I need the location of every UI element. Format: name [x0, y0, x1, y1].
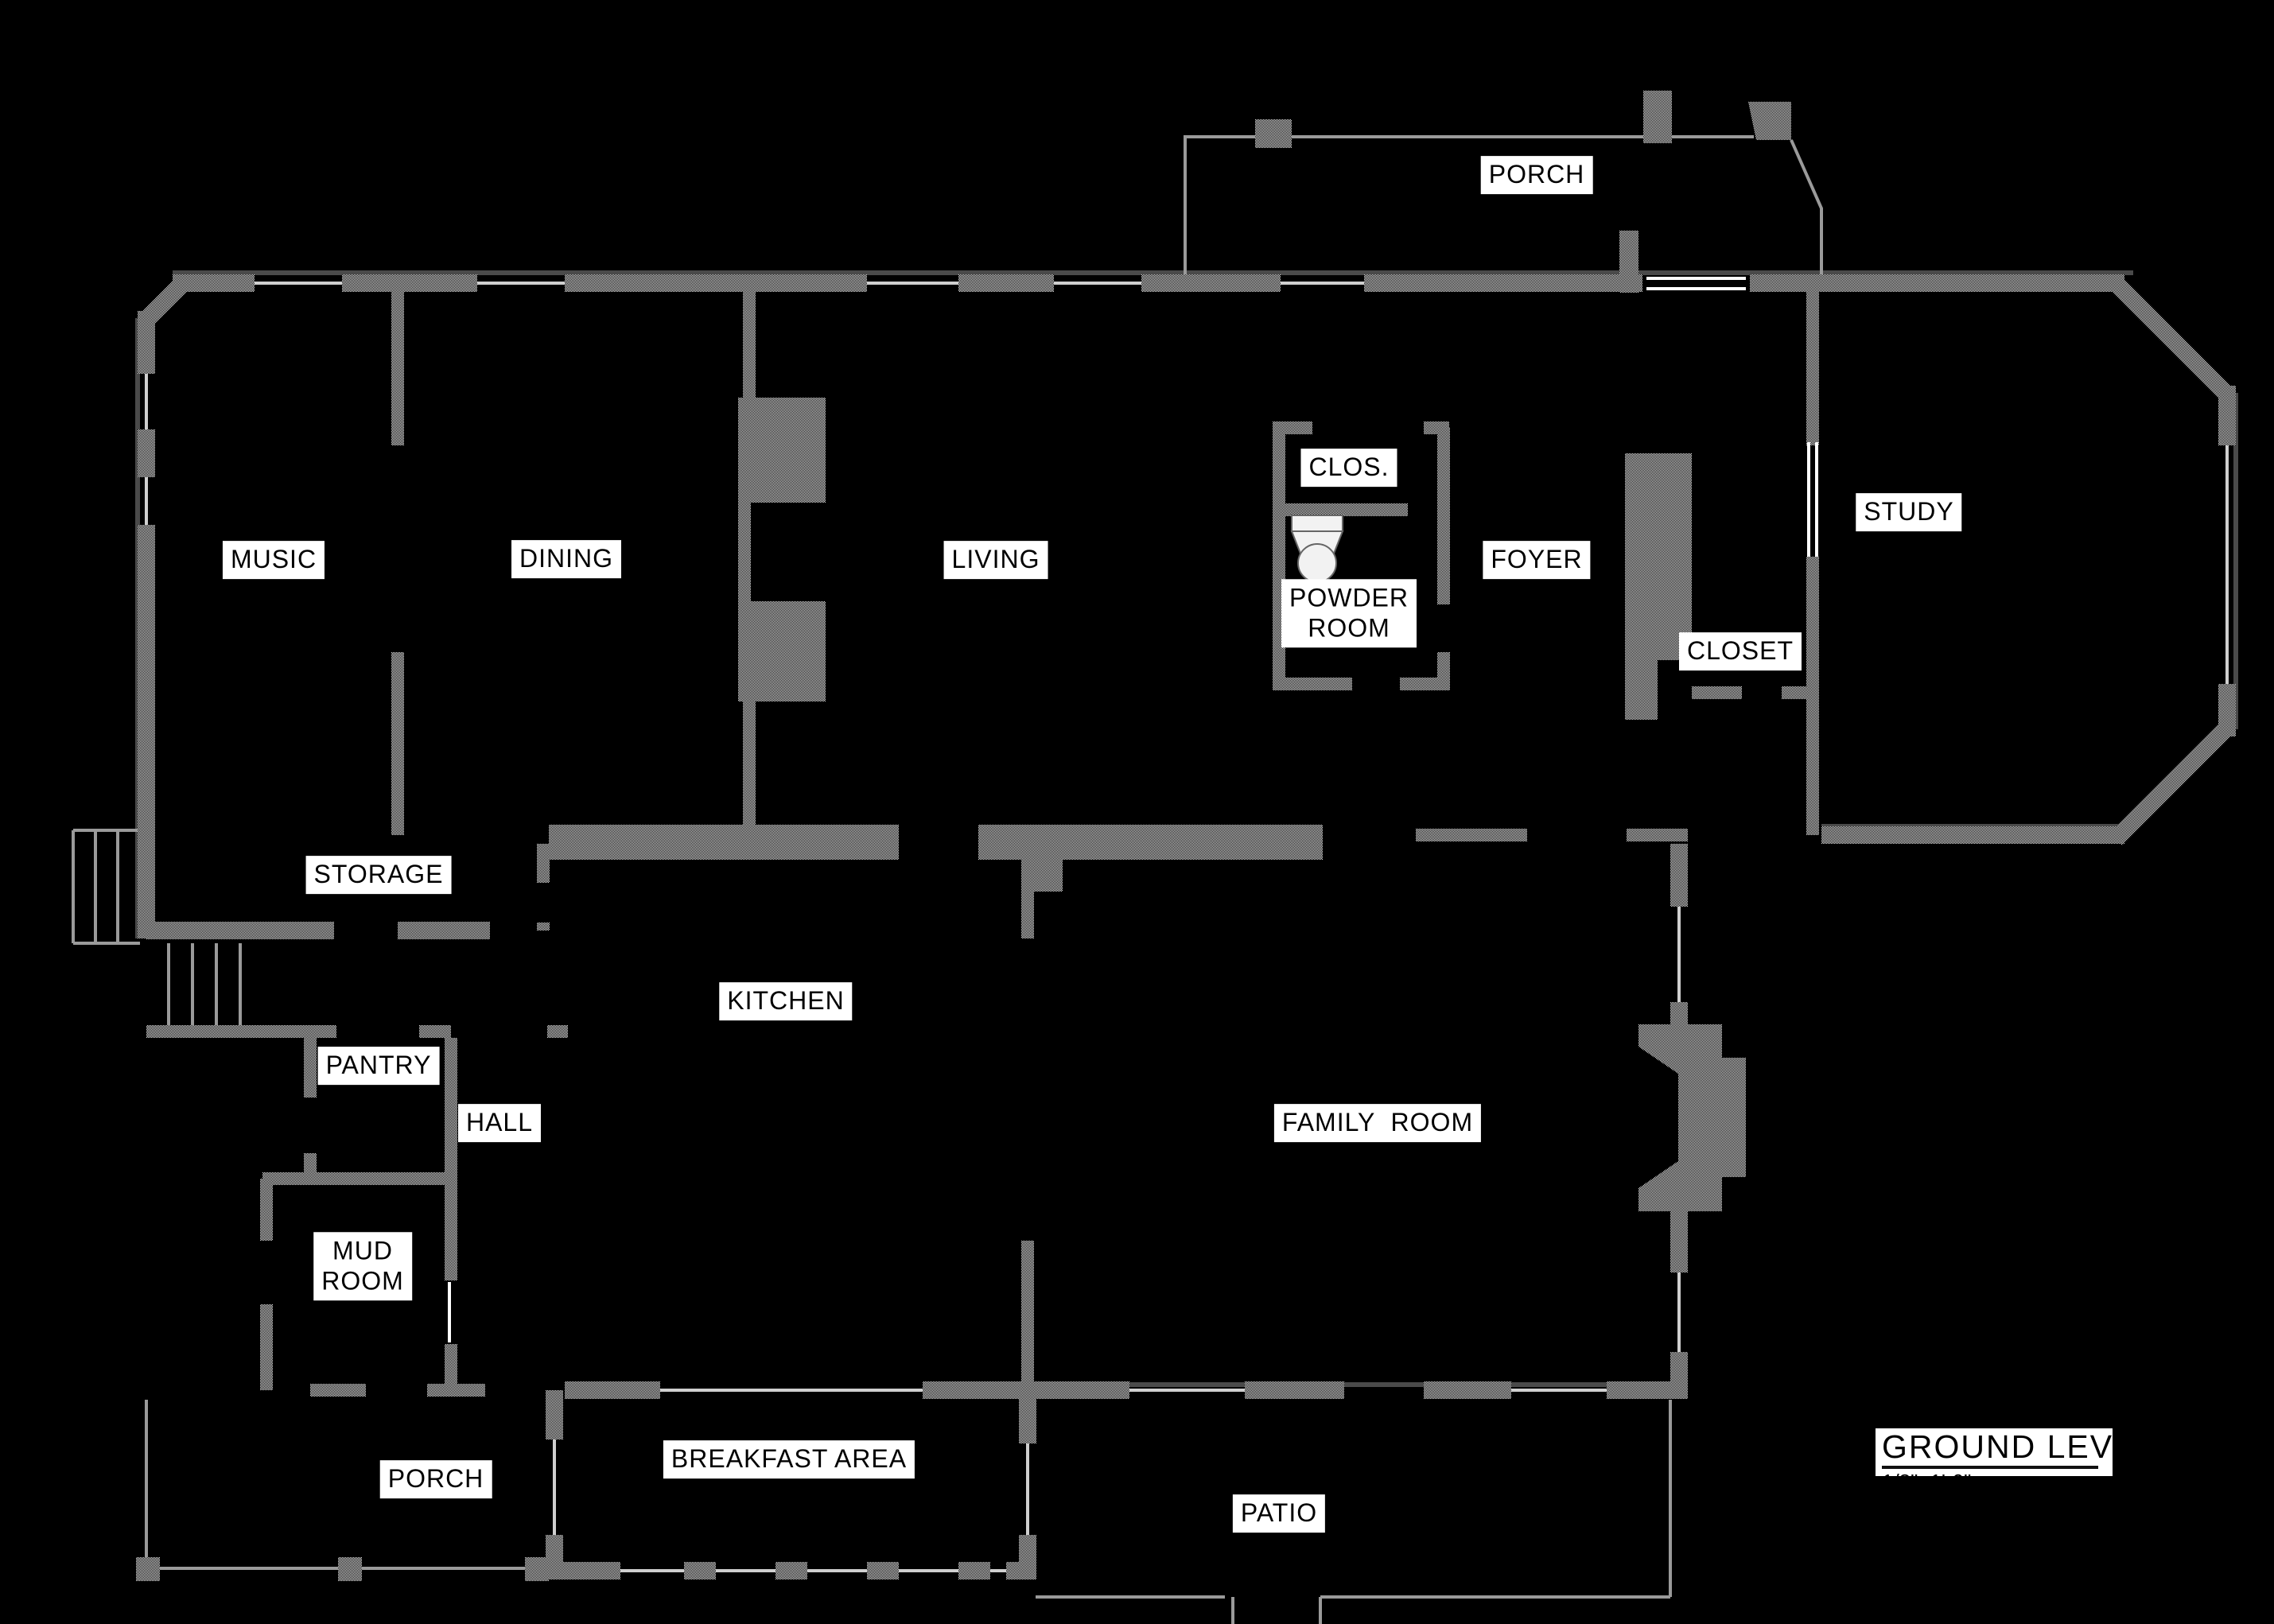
top-porch-post	[1643, 91, 1672, 143]
room-label-dining: DINING	[511, 540, 621, 578]
drawing-scale: 1/8"=1'-0"	[1882, 1471, 2113, 1476]
room-label-closet: CLOSET	[1678, 632, 1802, 670]
room-label-music: MUSIC	[222, 541, 325, 579]
room-label-porch-top: PORCH	[1480, 156, 1593, 194]
room-label-hall: HALL	[457, 1104, 542, 1142]
bottom-porch-post	[525, 1557, 549, 1581]
living-fireplace-lower	[738, 601, 826, 701]
kitchen-north-wall	[549, 825, 899, 860]
drawing-title: GROUND LEVEL	[1882, 1428, 2113, 1465]
room-label-porch-bottom: PORCH	[379, 1460, 492, 1498]
top-porch-post	[1255, 119, 1292, 148]
top-porch-corner	[1748, 102, 1791, 140]
room-label-storage: STORAGE	[305, 856, 452, 894]
room-label-pantry: PANTRY	[317, 1047, 440, 1085]
room-label-breakfast-area: BREAKFAST AREA	[663, 1440, 915, 1478]
front-door	[1646, 277, 1746, 290]
interior-walls	[146, 292, 1819, 1397]
bottom-porch-post	[136, 1557, 160, 1581]
kitchen-wall-tab	[1026, 860, 1063, 892]
toilet-icon	[1290, 515, 1344, 583]
title-block: GROUND LEVEL 1/8"=1'-0"	[1876, 1428, 2113, 1476]
family-firebox	[1638, 1047, 1678, 1188]
title-underline	[1882, 1466, 2098, 1469]
basement-stair-treads	[167, 943, 242, 1026]
exterior-walls	[138, 274, 2236, 1579]
room-label-mud-room: MUD ROOM	[313, 1232, 412, 1300]
room-label-study: STUDY	[1856, 493, 1962, 531]
room-label-living: LIVING	[943, 541, 1048, 579]
room-label-kitchen: KITCHEN	[719, 982, 853, 1020]
room-label-clos: CLOS.	[1300, 449, 1397, 487]
study-pocket-door	[1807, 442, 1818, 557]
side-steps-outline	[72, 829, 140, 945]
door-lines	[448, 277, 1818, 1342]
window-lines	[145, 282, 2229, 1572]
room-label-powder-room: POWDER ROOM	[1281, 579, 1417, 647]
room-label-family-room: FAMILY ROOM	[1273, 1104, 1482, 1142]
kitchen-north-wall	[978, 825, 1323, 860]
bottom-porch-post	[338, 1557, 362, 1581]
living-fireplace-upper	[738, 398, 826, 503]
room-label-foyer: FOYER	[1483, 541, 1591, 579]
room-label-patio: PATIO	[1232, 1494, 1326, 1533]
wall-masses	[136, 91, 1791, 1581]
family-fireplace-chimney	[1722, 1058, 1746, 1177]
top-porch-outline	[1184, 135, 1823, 274]
living-fireplace-back	[738, 503, 751, 601]
patio-outline	[1036, 1400, 1672, 1624]
entry-vestibule-wall	[1619, 231, 1638, 293]
